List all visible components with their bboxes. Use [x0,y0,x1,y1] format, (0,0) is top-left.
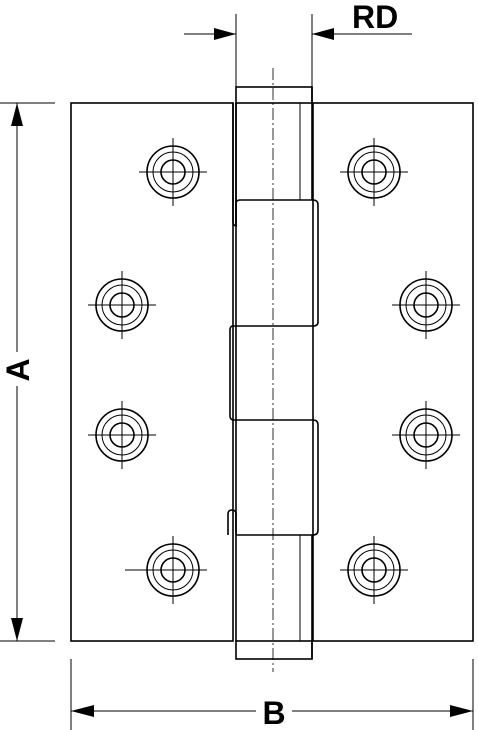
screw-hole [88,271,156,339]
height-arrow-bottom [11,618,23,641]
knuckle-4 [236,419,319,536]
hinge-barrel [227,68,319,672]
height-arrow-top [11,103,23,126]
screw-hole [125,536,207,604]
knuckle-5 [227,509,237,535]
knuckle-1 [232,103,238,227]
rd-dimension: RD [184,0,412,87]
screw-hole [392,271,460,339]
hinge-body [70,102,474,642]
screw-hole [340,536,408,604]
pin-cap-top [235,86,313,104]
width-dimension: B [70,659,474,730]
pin-cap-bottom [235,640,313,660]
height-label: A [0,358,36,381]
rd-label: RD [352,0,398,35]
screw-hole [88,401,156,469]
knuckle-2 [235,199,319,327]
screw-hole [392,401,460,469]
right-leaf [312,102,474,642]
left-leaf [70,102,234,642]
knuckle-3 [229,325,236,421]
rd-arrow-left [214,28,236,40]
rd-arrow-right [312,28,334,40]
width-arrow-left [71,705,94,717]
width-label: B [262,695,285,730]
height-dimension: A [0,102,55,642]
screw-hole [139,138,207,206]
screw-hole [340,138,408,206]
screw-holes [88,138,460,604]
width-arrow-right [450,705,473,717]
